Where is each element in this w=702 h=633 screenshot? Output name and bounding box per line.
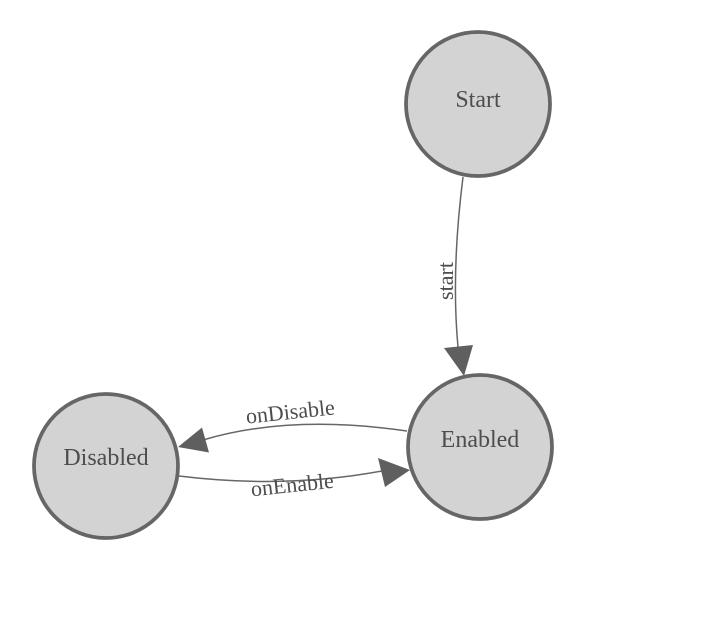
state-node-disabled: Disabled [32,392,180,540]
edge-ondisable-line [202,423,408,441]
edge-start: start [433,176,473,376]
edge-onenable: onEnable [178,458,410,502]
edge-ondisable: onDisable [178,394,408,453]
state-node-disabled-circle [32,392,180,540]
state-node-disabled-label: Disabled [63,445,148,471]
edge-label-start: start [433,262,458,300]
edge-onenable-line [178,470,383,483]
arrowhead-onenable-icon [378,458,410,487]
state-node-enabled-circle [406,373,554,521]
state-node-enabled: Enabled [406,373,554,521]
state-node-start-circle [404,30,552,178]
state-node-start: Start [404,30,552,178]
state-node-start-label: Start [455,87,501,113]
edge-label-onenable: onEnable [250,468,335,502]
state-node-enabled-label: Enabled [441,427,520,453]
edge-label-ondisable: onDisable [245,394,336,428]
arrowhead-start-icon [444,345,473,376]
arrowhead-ondisable-icon [178,427,209,453]
edge-start-line [454,176,464,348]
